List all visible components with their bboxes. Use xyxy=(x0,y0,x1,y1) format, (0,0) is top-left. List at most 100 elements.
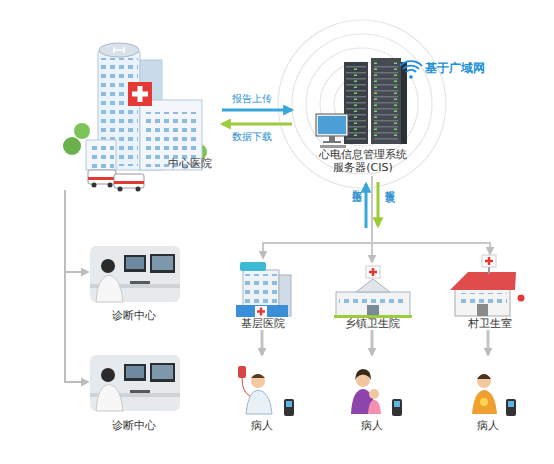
township-hospital-illustration xyxy=(336,292,410,316)
node-label: 诊断中心 xyxy=(88,309,180,322)
hospital-illustration xyxy=(88,170,116,184)
signal-rings xyxy=(278,20,446,188)
hospital-illustration xyxy=(136,187,141,192)
township-hospital-illustration xyxy=(334,266,412,318)
patient-illustration xyxy=(286,401,292,407)
hospital-illustration xyxy=(114,174,144,188)
server-illustration xyxy=(329,136,335,141)
clinic-illustration xyxy=(236,305,288,317)
diagnosis-photo xyxy=(90,246,180,302)
patient-illustration xyxy=(392,399,402,416)
flow-connector xyxy=(222,109,292,112)
patient-illustration xyxy=(284,399,294,416)
clinic-node: 基层医院 xyxy=(228,258,298,330)
flow-connector xyxy=(222,123,292,126)
patient-illustration xyxy=(238,366,516,416)
diagnosis-center: 诊断中心 xyxy=(88,355,180,435)
flow-connector xyxy=(65,190,88,382)
server-illustration xyxy=(401,62,407,144)
data-flow-arrows xyxy=(377,182,380,226)
clinic-illustration xyxy=(257,308,265,316)
township-hospital-illustration xyxy=(356,279,390,292)
hospital-illustration xyxy=(88,177,116,180)
patient-illustration xyxy=(368,400,381,414)
diagnosis-photo xyxy=(90,355,180,411)
signal-rings xyxy=(292,34,432,174)
township-node: 乡镇卫生院 xyxy=(326,262,418,330)
village-clinic-illustration xyxy=(482,255,496,267)
village-node: 村卫生室 xyxy=(448,254,532,330)
node-label: 病人 xyxy=(338,419,406,432)
node-label: 中心医院 xyxy=(160,157,220,170)
node-label: 村卫生室 xyxy=(448,317,532,330)
hospital-illustration xyxy=(63,137,81,155)
village-clinic-illustration xyxy=(450,255,525,316)
data-flow-arrows xyxy=(366,182,378,228)
patient-illustration xyxy=(242,378,250,396)
hospital-illustration xyxy=(132,86,148,102)
patient-illustration xyxy=(251,374,265,378)
patient-illustration xyxy=(355,369,371,380)
patient-node: 病人 xyxy=(454,355,522,433)
flow-label: 报告下载 xyxy=(383,182,395,186)
flow-connector xyxy=(372,176,490,254)
patient-illustration xyxy=(480,398,488,406)
flow-connector xyxy=(263,176,372,258)
village-clinic-illustration xyxy=(450,272,516,290)
flow-connector xyxy=(261,330,264,355)
village-clinic-illustration xyxy=(477,304,488,316)
server-illustration xyxy=(316,114,348,136)
patient-illustration xyxy=(506,399,516,416)
diagnosis-center: 诊断中心 xyxy=(88,245,180,325)
village-clinic-illustration xyxy=(458,293,507,303)
clinic-illustration xyxy=(255,306,267,317)
flow-connector xyxy=(371,176,373,262)
server-illustration xyxy=(318,116,346,134)
patient-illustration xyxy=(394,401,400,407)
hospital-illustration xyxy=(118,187,123,192)
node-label: 病人 xyxy=(454,419,522,432)
data-flow-arrows xyxy=(365,184,368,228)
clinic-illustration xyxy=(245,274,277,304)
node-label: 心电信息管理系统 服务器(CIS) xyxy=(315,148,411,174)
flow-connector xyxy=(487,330,490,355)
network-note: 基于广域网 xyxy=(425,62,485,74)
server-illustration xyxy=(346,66,366,140)
patient-illustration xyxy=(246,390,272,414)
server-illustration xyxy=(374,62,398,140)
flow-connector xyxy=(371,330,374,355)
village-clinic-illustration xyxy=(485,257,493,265)
township-hospital-illustration xyxy=(366,266,380,278)
node-label: 乡镇卫生院 xyxy=(326,317,418,330)
patient-illustration xyxy=(369,389,379,399)
server-illustration xyxy=(316,58,407,148)
hospital-illustration xyxy=(88,144,114,168)
patient-illustration xyxy=(472,390,497,414)
hospital-illustration xyxy=(74,123,90,139)
patient-node: 病人 xyxy=(338,355,406,433)
edge-label: 报告上传 xyxy=(232,93,272,105)
patient-illustration xyxy=(477,374,491,379)
village-clinic-illustration xyxy=(518,295,525,302)
wifi-symbol xyxy=(409,75,413,79)
village-clinic-illustration xyxy=(455,288,510,316)
clinic-illustration xyxy=(236,262,291,317)
flow-label: 数据上传 xyxy=(350,182,362,186)
server-illustration xyxy=(371,58,401,144)
hospital-illustration xyxy=(128,82,152,106)
edge-label: 数据下载 xyxy=(232,131,272,143)
township-hospital-illustration xyxy=(367,305,379,316)
server-illustration xyxy=(320,145,346,148)
diagnosis-photo xyxy=(90,246,180,411)
wifi-symbol xyxy=(400,61,422,79)
hospital-illustration xyxy=(86,140,116,170)
patient-illustration xyxy=(251,374,265,388)
flow-connector xyxy=(65,190,88,272)
hospital-illustration xyxy=(114,181,144,184)
patient-node: 病人 xyxy=(228,355,296,433)
wifi-symbol xyxy=(406,70,416,72)
wifi-symbol xyxy=(403,66,419,69)
server-illustration xyxy=(323,141,341,143)
node-label: 诊断中心 xyxy=(88,419,180,432)
